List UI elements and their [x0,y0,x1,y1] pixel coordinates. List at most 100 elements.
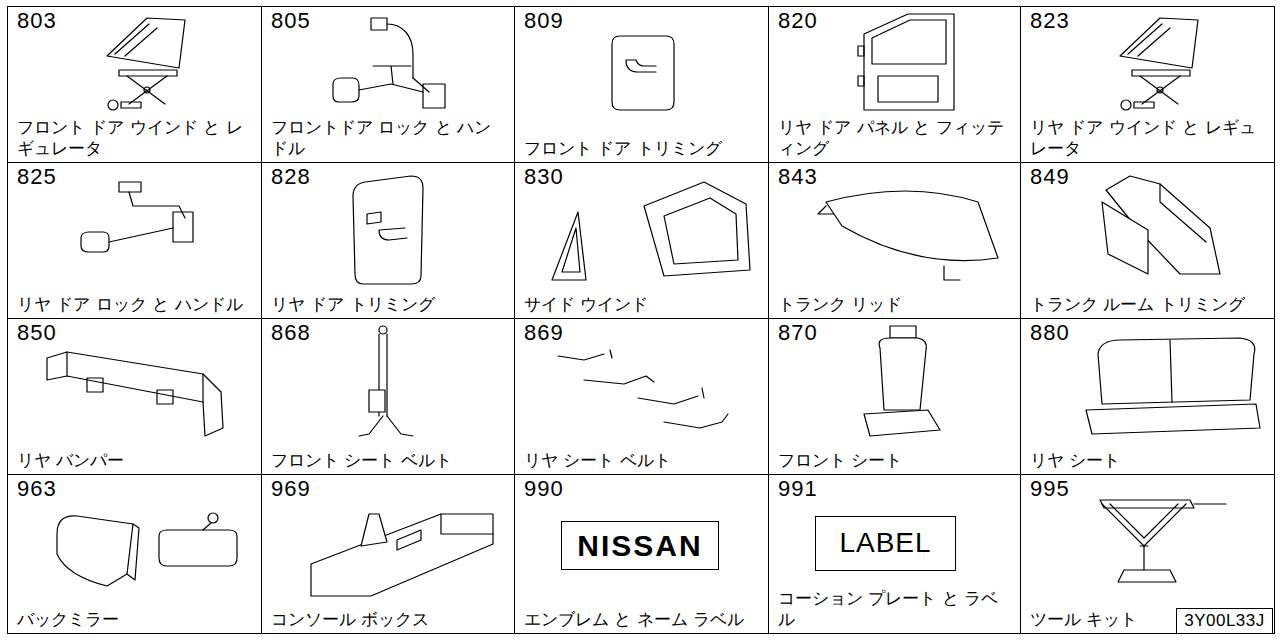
mirror-drawing [57,516,133,586]
rear-belt-drawing [558,350,612,360]
window-regulator-drawing [107,18,185,110]
callout-number: 991 [778,477,1012,501]
callout-number: 990 [524,477,760,501]
side-window-drawing [552,212,586,280]
rear-belt-drawing [584,376,654,384]
rear-bumper-drawing [67,352,203,402]
catalog-cell: 823リヤ ドア ウインド と レギュレータ [1020,6,1275,163]
jack-drawing [1110,504,1178,538]
side-window-drawing [644,182,750,276]
callout-number: 803 [17,9,253,33]
jack-drawing [1118,570,1176,582]
callout-number: 820 [778,9,1012,33]
seat-belt-drawing [369,390,385,412]
rear-belt-drawing [558,350,728,428]
rear-belt-drawing [638,388,704,404]
console-drawing [311,514,493,596]
callout-number: 850 [17,321,253,345]
rear-door-lock-drawing [173,212,193,242]
seat-belt-drawing [359,416,413,436]
seat-belt-drawing [379,326,387,334]
jack-drawing [1140,546,1148,570]
rear-seat-drawing [1086,404,1260,434]
console-drawing [311,514,493,596]
trunk-lid-drawing [818,191,998,280]
catalog-cell: 963 バックミラー [7,474,262,634]
callout-number: 963 [17,477,253,501]
catalog-cell: 828リヤ ドア トリミング [261,162,515,319]
callout-number: 825 [17,165,253,189]
part-group-name: リヤ ドア トリミング [271,294,506,314]
window-regulator-drawing [107,18,185,110]
console-drawing [441,514,493,534]
part-group-name: フロント ドア トリミング [524,138,760,158]
rear-door-trim-drawing [379,228,407,240]
rear-seat-drawing [1098,338,1255,404]
console-drawing [397,530,421,550]
mirror-drawing [203,523,211,530]
catalog-cell: 809フロント ドア トリミング [514,6,769,163]
window-regulator-drawing [1120,18,1198,110]
door-lock-drawing [423,84,445,108]
callout-number: 869 [524,321,760,345]
callout-number: 823 [1030,9,1266,33]
side-window-drawing [664,198,738,264]
rear-door-trim-drawing [353,176,423,284]
door-lock-drawing [373,66,411,84]
front-seat-drawing [879,338,926,410]
rear-door-panel-drawing [872,20,946,64]
part-group-name: リヤ ドア パネル と フィッティング [778,117,1012,158]
trunk-lid-drawing [818,206,834,214]
rear-seat-drawing [1170,340,1172,402]
rear-bumper-drawing [87,378,173,404]
catalog-cell: 870フロント シート [768,318,1021,475]
catalog-cell: 820 リヤ ドア パネル と フィッティング [768,6,1021,163]
rear-door-panel-drawing [864,14,954,110]
part-group-name: トランク リッド [778,294,1012,314]
jack-drawing [1100,500,1194,508]
callout-number: 843 [778,165,1012,189]
front-seat-drawing [864,326,940,436]
rear-belt-drawing [664,414,728,428]
rear-door-lock-drawing [109,228,173,242]
part-group-name: リヤ シート [1030,450,1266,470]
part-group-name: リヤ ドア ロック と ハンドル [17,294,253,314]
window-regulator-drawing [1120,18,1198,110]
console-drawing [361,514,387,546]
callout-number: 868 [271,321,506,345]
callout-number: 995 [1030,477,1266,501]
rear-door-panel-drawing [858,14,954,110]
catalog-cell: 850リヤ バンパー [7,318,262,475]
part-group-name: コンソール ボックス [271,609,506,629]
rear-door-trim-drawing [367,212,381,224]
catalog-cell: 849トランク ルーム トリミング [1020,162,1275,319]
part-group-name: サイド ウインド [524,294,760,314]
jack-drawing [1194,503,1226,504]
rear-door-lock-drawing [81,232,109,252]
side-window-drawing [562,228,580,272]
side-window-drawing [552,182,750,280]
catalog-cell: 868フロント シート ベルト [261,318,515,475]
rear-door-lock-drawing [81,182,193,252]
drawing-code: 3Y00L33J [1184,611,1265,631]
door-lock-drawing [359,84,423,92]
door-trim-drawing [626,60,656,72]
rear-bumper-drawing [47,352,223,436]
jack-drawing [1102,504,1186,546]
rear-door-panel-drawing [878,76,938,102]
part-group-name: トランク ルーム トリミング [1030,294,1266,314]
catalog-cell: 990エンブレム と ネーム ラベルNISSAN [514,474,769,634]
catalog-cell: 969コンソール ボックス [261,474,515,634]
part-group-name: フロントドア ロック と ハンドル [271,117,506,158]
emblem-plate: NISSAN [561,521,719,570]
label-text: LABEL [839,528,931,559]
part-group-name: バックミラー [17,609,253,629]
catalog-cell: 830サイド ウインド [514,162,769,319]
catalog-cell: 869リヤ シート ベルト [514,318,769,475]
catalog-cell: 843 トランク リッド [768,162,1021,319]
part-group-name: フロント シート [778,450,1012,470]
door-lock-drawing [371,18,387,30]
trunk-trim-drawing [1160,184,1206,242]
